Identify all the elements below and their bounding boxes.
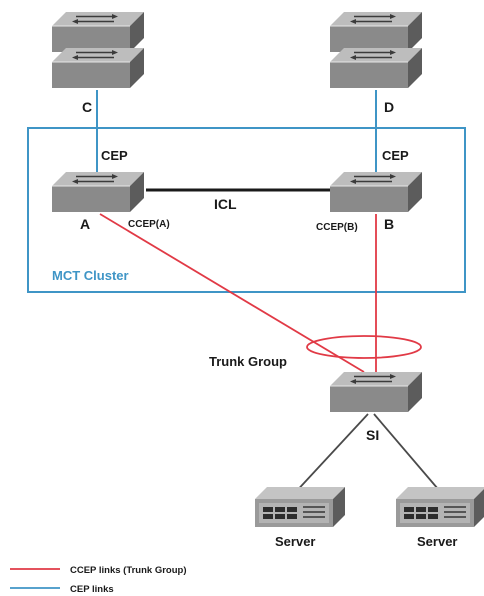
server-label-left: Server <box>275 534 315 549</box>
switch-c-top-icon <box>52 12 144 52</box>
switch-d-bottom-icon <box>330 48 422 88</box>
mct-cluster-boundary <box>27 127 466 293</box>
cluster-label: MCT Cluster <box>52 268 129 283</box>
switch-a-icon <box>52 172 144 212</box>
switch-si-icon <box>330 372 422 412</box>
cep-label-right: CEP <box>382 148 409 163</box>
server-link-right <box>373 413 445 497</box>
server-link-left <box>291 413 369 497</box>
switch-b-icon <box>330 172 422 212</box>
node-label-c: C <box>82 99 92 115</box>
icl-label: ICL <box>214 196 237 212</box>
node-label-d: D <box>384 99 394 115</box>
ccep-label-b: CCEP(B) <box>316 222 358 233</box>
ccep-link-a <box>99 213 365 373</box>
server-label-right: Server <box>417 534 457 549</box>
legend-label-ccep: CCEP links (Trunk Group) <box>70 565 186 576</box>
node-label-si: SI <box>366 427 379 443</box>
node-label-b: B <box>384 216 394 232</box>
cep-label-left: CEP <box>101 148 128 163</box>
trunk-group-label: Trunk Group <box>209 354 287 369</box>
legend-label-cep: CEP links <box>70 584 114 595</box>
server-left-icon <box>255 487 345 527</box>
trunk-group-ellipse <box>306 335 422 359</box>
node-label-a: A <box>80 216 90 232</box>
switch-c-bottom-icon <box>52 48 144 88</box>
switch-d-top-icon <box>330 12 422 52</box>
ccep-label-a: CCEP(A) <box>128 219 170 230</box>
legend: CCEP links (Trunk Group) CEP links <box>10 565 186 595</box>
server-right-icon <box>396 487 484 527</box>
